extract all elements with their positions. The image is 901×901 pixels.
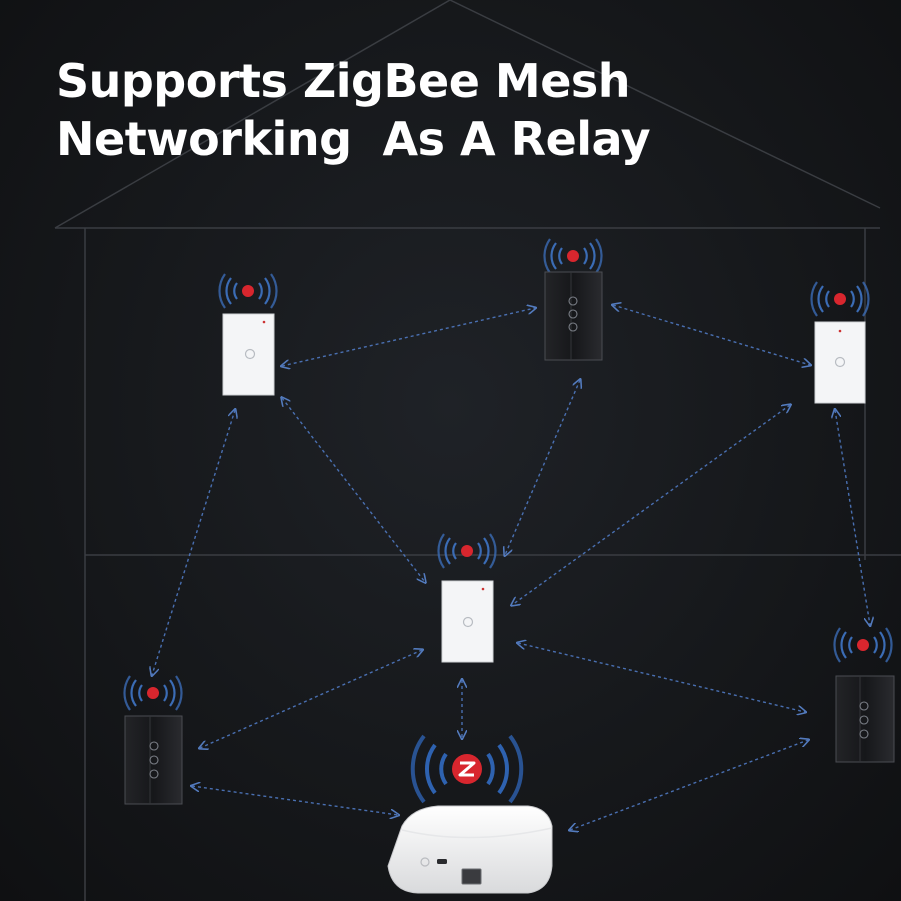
headline-line-1: Supports ZigBee Mesh: [56, 54, 631, 108]
headline-line-2: Networking As A Relay: [56, 112, 651, 166]
mesh-links: [152, 305, 870, 830]
zigbee-hub: [387, 805, 553, 894]
signal-icon: [123, 675, 183, 711]
signal-icon: [218, 273, 278, 309]
status-led: [420, 857, 430, 867]
headline: Supports ZigBee Mesh Networking As A Rel…: [56, 52, 651, 168]
black-switch-5: [123, 675, 183, 805]
usb-port-icon: [437, 859, 447, 864]
zigbee-logo-icon: [410, 734, 524, 804]
signal-icon: [833, 627, 893, 663]
signal-icon: [810, 281, 870, 317]
white-switch-4: [437, 533, 497, 663]
signal-icon: [543, 238, 603, 274]
white-switch-1: [218, 273, 278, 396]
white-switch-3: [810, 281, 870, 404]
black-switch-6: [833, 627, 895, 763]
signal-icon: [437, 533, 497, 569]
ethernet-port-icon: [461, 868, 482, 885]
black-switch-2: [543, 238, 603, 361]
